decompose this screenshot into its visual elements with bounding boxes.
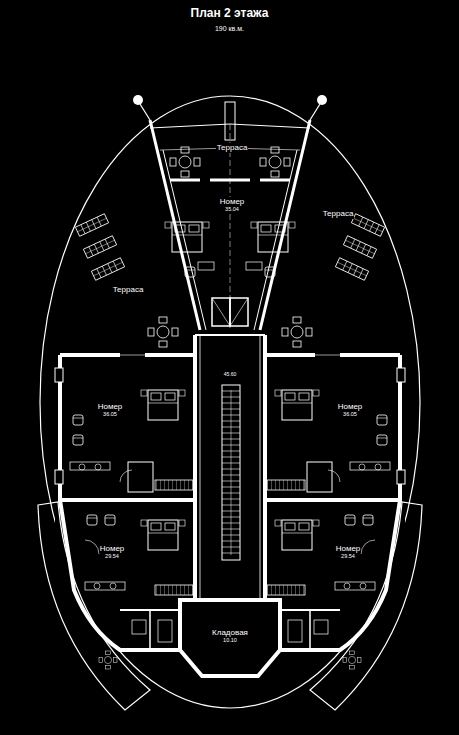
area-label: 45.60 — [223, 371, 238, 377]
room-area: 29.54 — [340, 553, 356, 559]
room-name: Номер — [337, 402, 364, 411]
room-name: Номер — [99, 544, 126, 553]
room-label: Номер29.54 — [99, 544, 126, 560]
room-name: Терраса — [112, 285, 145, 294]
room-area: 36.05 — [342, 411, 358, 417]
room-label: Номер36.05 — [97, 402, 124, 418]
room-name: Терраса — [322, 209, 355, 218]
room-label: Номер29.54 — [335, 544, 362, 560]
room-name: Номер — [219, 197, 246, 206]
plan-area: 190 кв.м. — [0, 25, 459, 32]
room-label: Номер35.04 — [219, 197, 246, 213]
room-area: 35.04 — [224, 206, 240, 212]
room-area: 10.10 — [222, 637, 238, 643]
terrace-label: Терраса — [112, 285, 145, 294]
room-name: Номер — [335, 544, 362, 553]
terrace-label: Терраса — [216, 143, 249, 152]
room-name: Номер — [97, 402, 124, 411]
room-label: Номер36.05 — [337, 402, 364, 418]
plan-title: План 2 этажа — [0, 6, 459, 20]
room-name: Кладовая — [211, 628, 249, 637]
storage-label: Кладовая10.10 — [211, 628, 249, 644]
terrace-label: Терраса — [322, 209, 355, 218]
room-area: 36.05 — [102, 411, 118, 417]
room-area: 29.54 — [104, 553, 120, 559]
room-name: Терраса — [216, 143, 249, 152]
